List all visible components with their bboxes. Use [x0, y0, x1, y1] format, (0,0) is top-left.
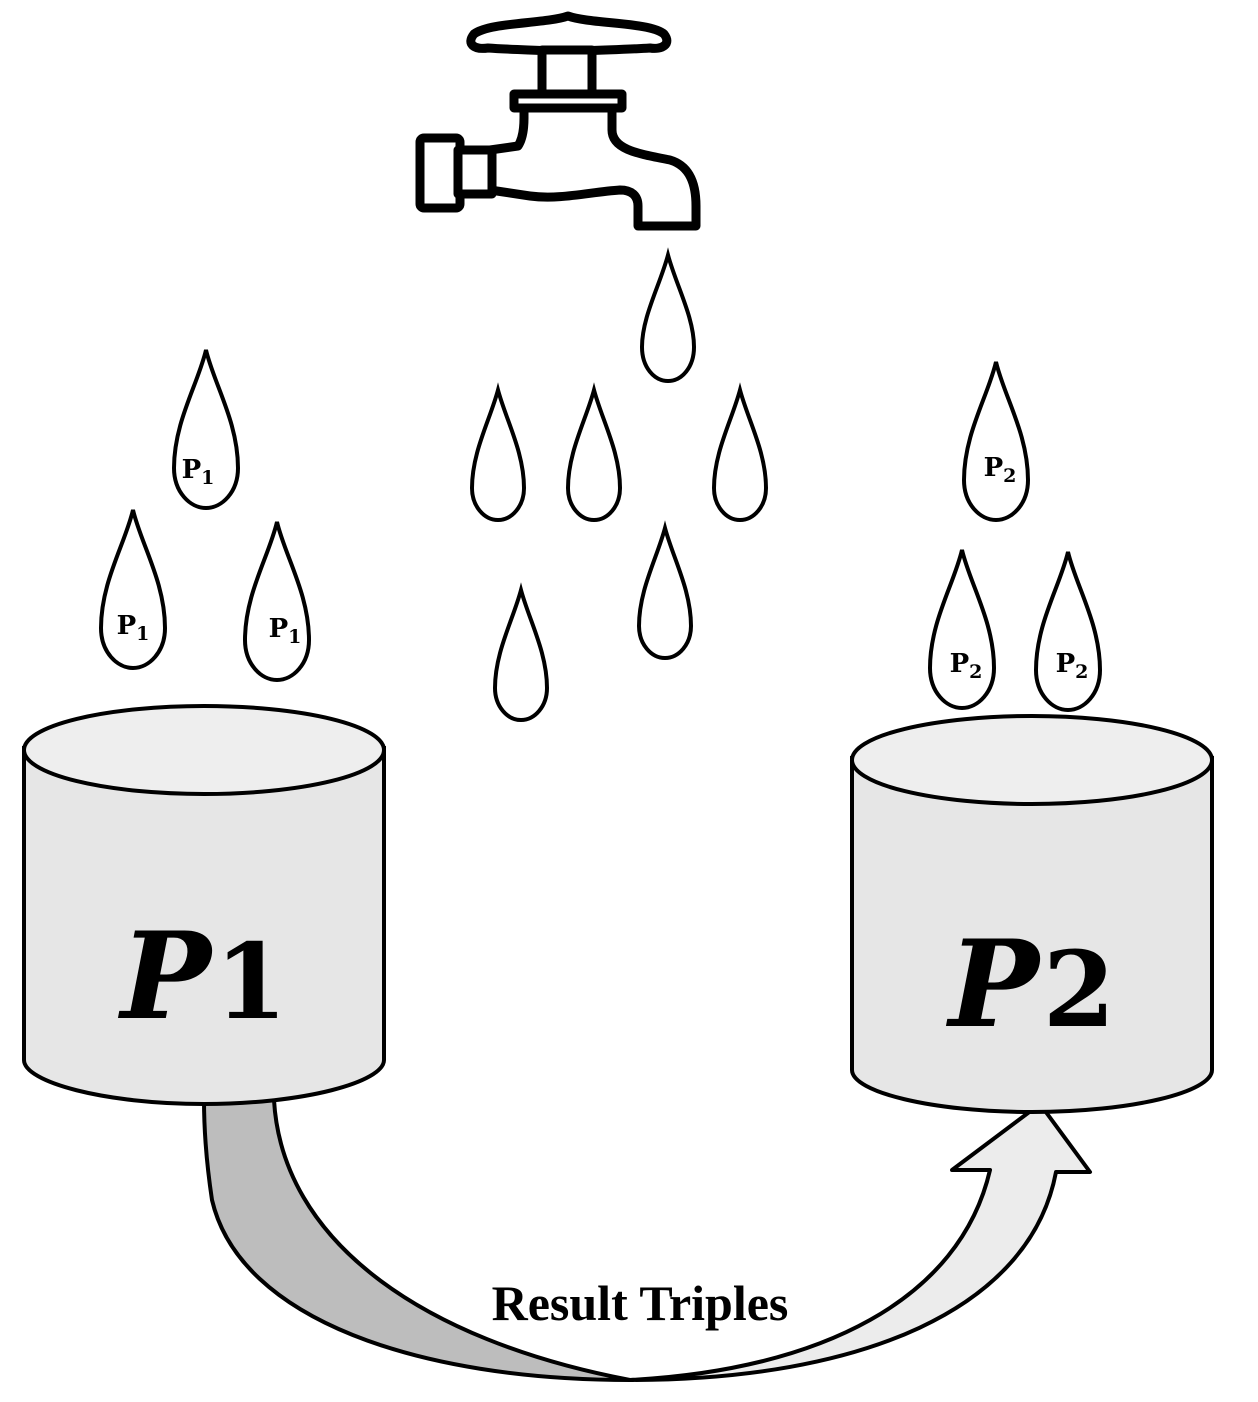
drop-subscript: 2 [1075, 661, 1088, 683]
svg-text:P1: P1 [269, 614, 302, 648]
labeled-drop: P1 [98, 509, 168, 671]
water-drop [636, 520, 694, 661]
labeled-drop: P2 [1033, 551, 1103, 713]
water-drop [711, 382, 769, 523]
result-arrow [202, 1098, 1092, 1382]
svg-text:P2: P2 [950, 649, 983, 683]
drop-subscript: 1 [201, 467, 214, 489]
arrow-label: Result Triples [492, 1275, 789, 1331]
faucet-icon [415, 11, 701, 231]
water-drop [492, 582, 550, 723]
svg-text:P2: P2 [984, 453, 1017, 487]
right-labeled-drops: P2 P2 P2 [927, 361, 1103, 713]
left-labeled-drops: P1 P1 P1 [98, 349, 312, 683]
labeled-drop: P1 [242, 521, 312, 683]
drop-subscript: 1 [288, 626, 301, 648]
water-drop [639, 247, 697, 384]
drop-label: P [1056, 649, 1076, 679]
labeled-drop: P1 [171, 349, 241, 511]
drop-label: P [984, 453, 1004, 483]
drop-label: P [269, 614, 289, 644]
container-label: P [946, 914, 1043, 1055]
container-label: P [118, 906, 215, 1047]
drop-label: P [182, 455, 202, 485]
right-container: P2 [850, 714, 1214, 1115]
svg-text:P2: P2 [1056, 649, 1089, 683]
drop-label: P [117, 611, 137, 641]
drop-subscript: 2 [1003, 465, 1016, 487]
drop-subscript: 2 [969, 661, 982, 683]
svg-text:P1: P1 [182, 455, 215, 489]
arrow-band-light [628, 1102, 1092, 1382]
svg-text:P2: P2 [946, 914, 1116, 1055]
labeled-drop: P2 [927, 549, 997, 711]
drop-subscript: 1 [136, 623, 149, 645]
svg-text:P1: P1 [117, 611, 150, 645]
svg-text:P1: P1 [118, 906, 288, 1047]
left-container: P1 [22, 704, 386, 1107]
container-subscript: 1 [215, 920, 287, 1043]
water-drop [565, 382, 623, 523]
container-subscript: 2 [1043, 928, 1115, 1051]
plain-drops [469, 247, 769, 723]
arrow-band-dark [202, 1098, 632, 1382]
water-drop [469, 382, 527, 523]
labeled-drop: P2 [961, 361, 1031, 523]
drop-label: P [950, 649, 970, 679]
